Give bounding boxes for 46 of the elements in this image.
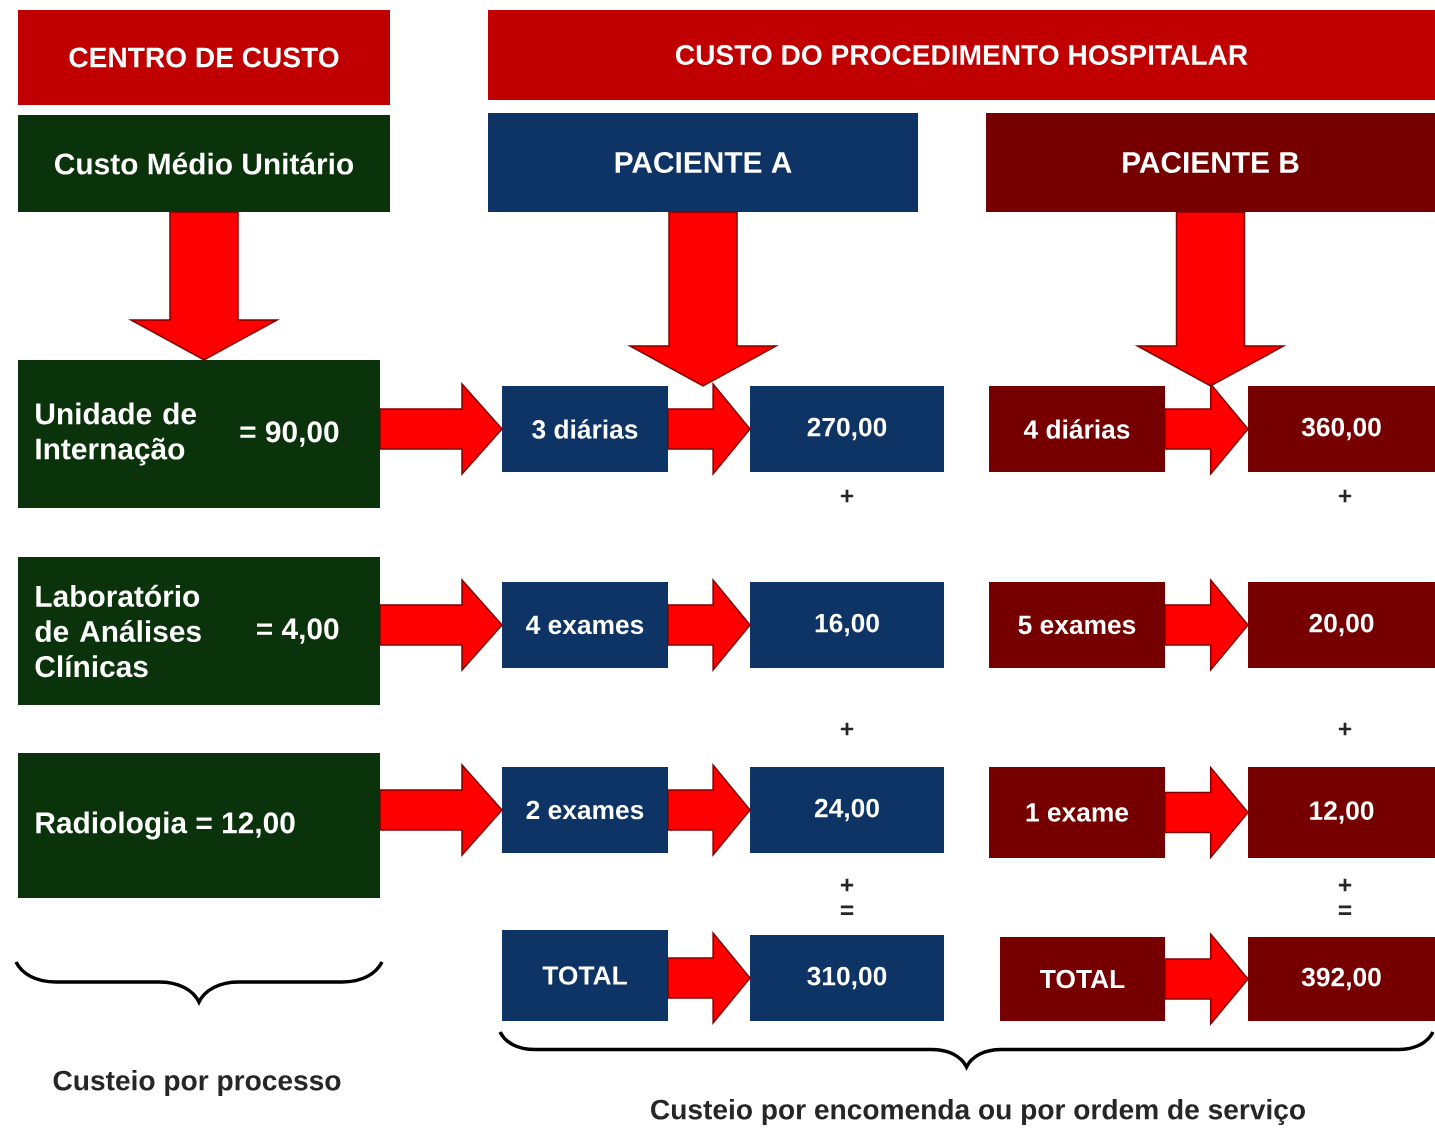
- plus-sign: +: [840, 722, 854, 736]
- block-arrow: [1134, 211, 1287, 387]
- quantity-box: 5 exames: [989, 582, 1165, 668]
- patient-box: PACIENTE A: [488, 113, 918, 212]
- block-arrow: [667, 762, 751, 858]
- block-arrow: [1164, 931, 1249, 1027]
- quantity-box: 1 exame: [989, 767, 1165, 858]
- caption-text: Custeio por encomenda ou por ordem de serviço: [651, 1098, 1305, 1126]
- block-arrow: [667, 930, 751, 1026]
- value-box: 12,00: [1248, 767, 1435, 858]
- quantity-box: 4 diárias: [989, 386, 1165, 472]
- block-arrow: [667, 577, 751, 673]
- block-arrow: [1164, 765, 1249, 860]
- quantity-box: 2 exames: [502, 767, 668, 853]
- plus-sign: +: [1338, 878, 1352, 892]
- category-box: Custo Médio Unitário: [18, 115, 390, 212]
- total-box: TOTAL: [1000, 937, 1165, 1021]
- plus-sign: +: [840, 878, 854, 892]
- cost-center-box: Unidade de Internação = 90,00: [18, 360, 380, 508]
- block-arrow: [379, 382, 503, 476]
- value-box: 20,00: [1248, 582, 1435, 668]
- block-arrow: [667, 381, 751, 477]
- patient-box: PACIENTE B: [986, 113, 1435, 212]
- value-box: 310,00: [750, 935, 944, 1021]
- block-arrow: [1164, 577, 1249, 673]
- block-arrow: [379, 763, 503, 857]
- value-box: 16,00: [750, 582, 944, 668]
- equals-sign: =: [840, 905, 854, 915]
- header-box: CENTRO DE CUSTO: [18, 10, 390, 105]
- quantity-box: 4 exames: [502, 582, 668, 668]
- total-box: TOTAL: [502, 930, 668, 1021]
- value-box: 392,00: [1248, 937, 1435, 1021]
- plus-sign: +: [1338, 722, 1352, 736]
- cost-center-box: Laboratório de Análises Clínicas = 4,00: [18, 557, 380, 705]
- value-box: 360,00: [1248, 386, 1435, 472]
- equals-sign: =: [1338, 905, 1352, 915]
- cost-center-box: Radiologia = 12,00: [18, 753, 380, 898]
- block-arrow: [1164, 381, 1249, 477]
- caption-text: Custeio por processo: [53, 1069, 341, 1097]
- block-arrow: [627, 211, 779, 387]
- value-box: 270,00: [750, 386, 944, 472]
- block-arrow: [128, 211, 280, 361]
- header-box: CUSTO DO PROCEDIMENTO HOSPITALAR: [488, 10, 1435, 100]
- block-arrow: [379, 578, 503, 672]
- value-box: 24,00: [750, 767, 944, 853]
- quantity-box: 3 diárias: [502, 386, 668, 472]
